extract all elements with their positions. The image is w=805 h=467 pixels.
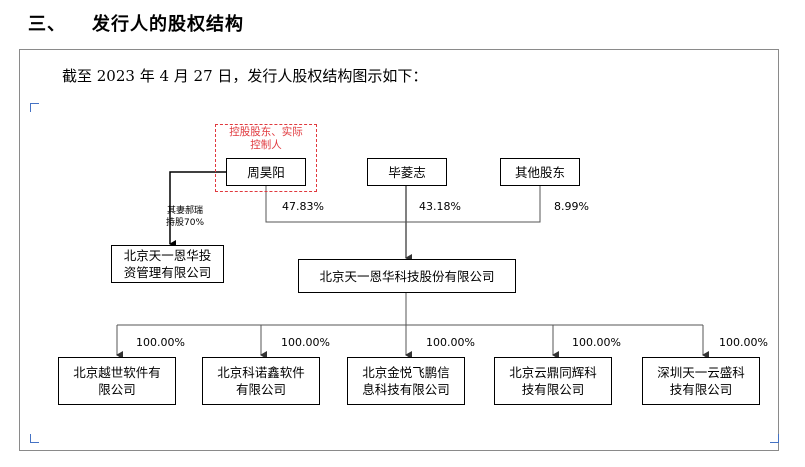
subsidiary-box: 深圳天一云盛科 技有限公司 [642, 357, 760, 405]
controller-highlight [215, 124, 317, 192]
subsidiary-pct: 100.00% [136, 336, 185, 349]
subsidiary-box: 北京云鼎同辉科 技有限公司 [494, 357, 612, 405]
shareholding-pct: 47.83% [282, 200, 324, 213]
section-number: 三、 [28, 14, 66, 35]
subsidiary-box: 北京金悦飞鹏信 息科技有限公司 [347, 357, 465, 405]
subsidiary-box: 北京科诺鑫软件 有限公司 [202, 357, 320, 405]
corner-mark [30, 103, 39, 112]
subsidiary-pct: 100.00% [281, 336, 330, 349]
shareholding-pct: 8.99% [554, 200, 589, 213]
subsidiary-pct: 100.00% [719, 336, 768, 349]
shareholder-box: 毕菱志 [367, 158, 447, 186]
controller-label: 控股股东、实际 控制人 [229, 126, 303, 151]
shareholding-pct: 43.18% [419, 200, 461, 213]
shareholder-box: 周昊阳 [226, 158, 306, 186]
issuer-box: 北京天一恩华科技股份有限公司 [298, 259, 516, 293]
corner-mark [30, 434, 39, 443]
corner-mark [770, 434, 779, 443]
figure-frame [19, 49, 779, 451]
subsidiary-pct: 100.00% [572, 336, 621, 349]
section-heading: 三、 发行人的股权结构 [28, 10, 244, 36]
section-title: 发行人的股权结构 [92, 14, 244, 35]
side-note: 其妻郝瑞 持股70% [166, 206, 205, 228]
subsidiary-box: 北京越世软件有 限公司 [58, 357, 176, 405]
subsidiary-pct: 100.00% [426, 336, 475, 349]
shareholder-box: 其他股东 [500, 158, 580, 186]
side-entity-box: 北京天一恩华投 资管理有限公司 [111, 245, 224, 283]
intro-text: 截至 2023 年 4 月 27 日，发行人股权结构图示如下： [62, 67, 428, 85]
